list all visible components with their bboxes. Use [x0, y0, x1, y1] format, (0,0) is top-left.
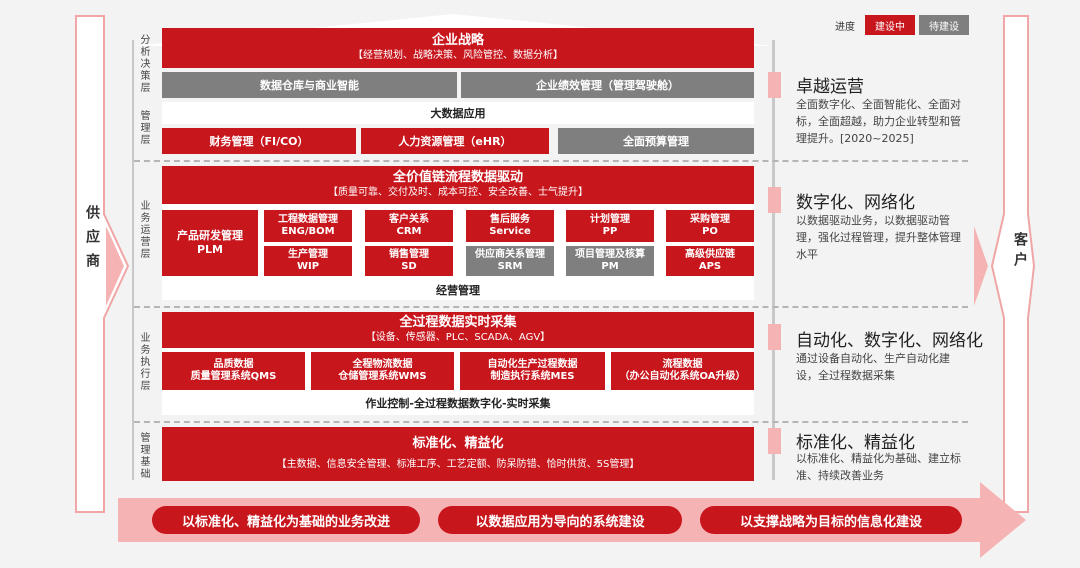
sd-code: SD [401, 261, 417, 272]
right-separator [772, 40, 775, 480]
customer-label: 客户 [1012, 232, 1028, 272]
right-title-2: 数字化、网络化 [796, 193, 915, 213]
value-chain-title: 全价值链流程数据驱动 [392, 170, 523, 185]
supplier-label: 供应商 [84, 205, 100, 277]
mes-block: 自动化生产过程数据制造执行系统MES [460, 352, 605, 390]
qms-block: 品质数据质量管理系统QMS [162, 352, 305, 390]
aps-code: APS [698, 261, 722, 272]
aps-label: 高级供应链 [685, 249, 735, 260]
wip-code: WIP [296, 261, 320, 272]
eng-bom-code: ENG/BOM [281, 226, 335, 237]
po-code: PO [702, 226, 718, 237]
srm-label: 供应商关系管理 [475, 249, 545, 260]
foundation-title: 标准化、精益化 [412, 436, 504, 451]
right-desc-1: 全面数字化、全面智能化、全面对标，全面超越，助力企业转型和管理提升。[2020~… [796, 98, 961, 145]
strategy-title: 企业战略 [431, 33, 484, 48]
oa-block: 流程数据（办公自动化系统OA升级） [611, 352, 754, 390]
right-title-3: 自动化、数字化、网络化 [796, 331, 983, 351]
po-label: 采购管理 [690, 214, 730, 225]
bottom-pill-1: 以标准化、精益化为基础的业务改进 [152, 506, 420, 534]
bottom-pill-3: 以支撑战略为目标的信息化建设 [700, 506, 962, 534]
qms-label: 品质数据 [213, 359, 254, 370]
right-title-1: 卓越运营 [796, 77, 864, 97]
oa-code: （办公自动化系统OA升级） [619, 371, 746, 382]
divider-3 [134, 421, 968, 423]
mes-label: 自动化生产过程数据 [487, 359, 578, 370]
value-chain-subtitle: 【质量可靠、交付及时、成本可控、安全改善、士气提升】 [328, 187, 588, 198]
pm-code: PM [601, 261, 619, 272]
plm-label: 产品研发管理 [177, 229, 243, 242]
strategy-subtitle: 【经营规划、战略决策、风险管控、数据分析】 [353, 50, 563, 61]
plm-block: 产品研发管理 PLM [162, 210, 258, 276]
big-data-block: 大数据应用 [162, 102, 754, 124]
pp-label: 计划管理 [590, 214, 630, 225]
right-marker-2 [768, 187, 781, 213]
eng-bom-label: 工程数据管理 [278, 214, 338, 225]
layer-label-operation: 业务运营层 [138, 200, 149, 260]
realtime-block: 全过程数据实时采集 【设备、传感器、PLC、SCADA、AGV】 [162, 312, 754, 348]
pm-label: 项目管理及核算 [575, 249, 645, 260]
foundation-subtitle: 【主数据、信息安全管理、标准工序、工艺定额、防呆防错、恰时供货、5S管理】 [276, 459, 640, 470]
finance-block: 财务管理（FI/CO） [162, 128, 356, 154]
service-code: Service [489, 226, 531, 237]
divider-2 [134, 306, 968, 308]
supplier-arrow [75, 15, 130, 513]
exec-footer-label: 作业控制-全过程数据数字化-实时采集 [365, 397, 551, 410]
service-label: 售后服务 [490, 214, 530, 225]
qms-code: 质量管理系统QMS [190, 371, 277, 382]
right-desc-3: 通过设备自动化、生产自动化建设，全过程数据采集 [796, 352, 950, 382]
right-marker-1 [768, 72, 781, 98]
customer-arrow [974, 15, 1036, 513]
bi-block: 数据仓库与商业智能 [162, 72, 457, 98]
strategy-block: 企业战略 【经营规划、战略决策、风险管控、数据分析】 [162, 28, 754, 68]
left-separator [132, 40, 134, 480]
hr-block: 人力资源管理（eHR） [361, 128, 549, 154]
business-mgmt-label: 经营管理 [436, 284, 480, 297]
realtime-title: 全过程数据实时采集 [399, 315, 517, 330]
right-desc-2: 以数据驱动业务，以数据驱动管理，强化过程管理，提升整体管理水平 [796, 214, 961, 261]
crm-label: 客户关系 [389, 214, 429, 225]
wms-label: 全程物流数据 [352, 359, 413, 370]
crm-code: CRM [396, 226, 422, 237]
wms-block: 全程物流数据仓储管理系统WMS [311, 352, 454, 390]
sd-label: 销售管理 [389, 249, 429, 260]
realtime-subtitle: 【设备、传感器、PLC、SCADA、AGV】 [365, 332, 551, 343]
srm-code: SRM [497, 261, 523, 272]
right-marker-4 [768, 428, 781, 454]
bottom-pill-2: 以数据应用为导向的系统建设 [438, 506, 682, 534]
legend-in-progress: 建设中 [865, 15, 915, 35]
epm-block: 企业绩效管理（管理驾驶舱） [461, 72, 754, 98]
budget-block: 全面预算管理 [558, 128, 754, 154]
oa-label: 流程数据 [662, 359, 703, 370]
pp-code: PP [602, 226, 618, 237]
wip-label: 生产管理 [288, 249, 328, 260]
value-chain-block: 全价值链流程数据驱动 【质量可靠、交付及时、成本可控、安全改善、士气提升】 [162, 166, 754, 204]
legend-label: 进度 [835, 22, 855, 33]
wms-code: 仓储管理系统WMS [338, 371, 427, 382]
plm-code: PLM [196, 243, 224, 256]
layer-label-analysis: 分析决策层 [138, 34, 149, 94]
layer-label-execution: 业务执行层 [138, 332, 149, 392]
layer-label-foundation: 管理基础 [138, 432, 149, 480]
right-desc-4: 以标准化、精益化为基础、建立标准、持续改善业务 [796, 452, 961, 482]
foundation-block: 标准化、精益化 【主数据、信息安全管理、标准工序、工艺定额、防呆防错、恰时供货、… [162, 427, 754, 481]
legend: 进度 建设中 待建设 [835, 15, 970, 35]
mes-code: 制造执行系统MES [490, 371, 575, 382]
divider-1 [134, 160, 968, 162]
layer-label-management: 管理层 [138, 110, 149, 146]
legend-pending: 待建设 [919, 15, 969, 35]
right-title-4: 标准化、精益化 [796, 433, 915, 453]
right-marker-3 [768, 324, 781, 350]
